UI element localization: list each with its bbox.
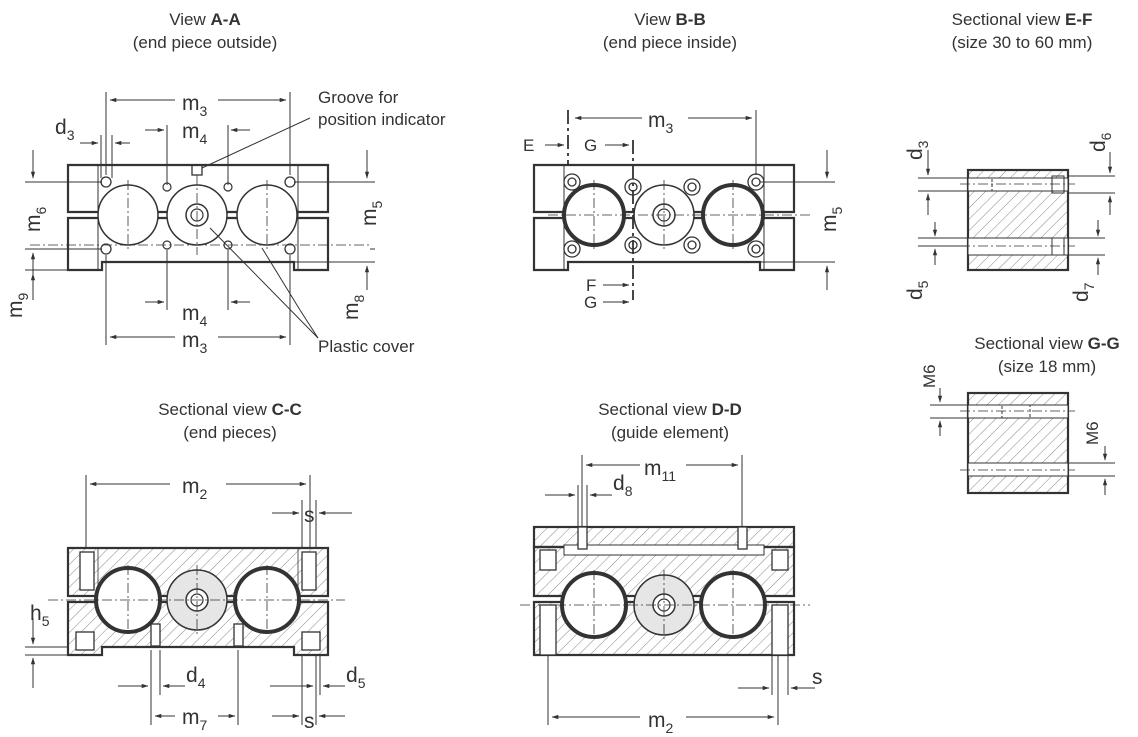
title-view-g-g: Sectional view G-G(size 18 mm) [974,334,1120,376]
label-m4-bottom-a: m4 [182,302,208,329]
label-d6-ef: d6 [1087,132,1114,152]
label-d5-ef: d5 [904,280,931,300]
label-d3-a: d3 [55,116,75,143]
label-d3-ef: d3 [904,140,931,160]
label-m7-c: m7 [182,706,208,733]
title-view-e-f: Sectional view E-F(size 30 to 60 mm) [951,10,1093,52]
label-d5-c: d5 [346,664,366,691]
annotation-groove-line2: position indicator [318,110,446,129]
view-c-c-drawing [25,475,352,725]
view-a-a-drawing [25,92,375,345]
section-mark-g-bottom: G [584,293,597,312]
label-s-c-top: s [304,504,315,527]
label-m4-top-a: m4 [182,120,208,147]
label-m3-b: m3 [648,109,674,136]
annotation-plastic-cover: Plastic cover [318,337,415,356]
section-mark-f: F [586,276,596,295]
view-e-f-drawing [918,150,1115,275]
label-h5-c: h5 [30,602,50,629]
label-m6-gg-right: M6 [1083,421,1102,445]
annotation-groove-line1: Groove for [318,88,399,107]
label-m2-c: m2 [182,475,208,502]
label-m8-a: m8 [340,295,367,321]
section-mark-g-top: G [584,136,597,155]
label-s-c-bottom: s [304,710,315,733]
label-m6-a: m6 [22,207,49,233]
label-m5-a: m5 [358,201,385,227]
view-d-d-drawing [520,455,815,725]
label-m2-d: m2 [648,709,674,736]
label-s-d: s [812,666,823,689]
label-m3-bottom-a: m3 [182,329,208,356]
label-m5-b: m5 [818,207,845,233]
label-m11-d: m11 [644,457,676,484]
label-d8-d: d8 [613,472,633,499]
title-view-d-d: Sectional view D-D(guide element) [598,400,742,442]
label-m3-top-a: m3 [182,92,208,119]
label-d7-ef: d7 [1070,282,1097,302]
section-mark-e: E [523,136,534,155]
title-view-b-b: View B-B(end piece inside) [602,10,738,52]
view-g-g-drawing [930,388,1115,495]
label-m6-gg-left: M6 [920,364,939,388]
title-view-a-a: View A-A(end piece outside) [132,10,278,52]
view-b-b-drawing [532,110,835,305]
label-m9-a: m9 [4,293,31,319]
title-view-c-c: Sectional view C-C(end pieces) [158,400,302,442]
label-d4-c: d4 [186,664,206,691]
